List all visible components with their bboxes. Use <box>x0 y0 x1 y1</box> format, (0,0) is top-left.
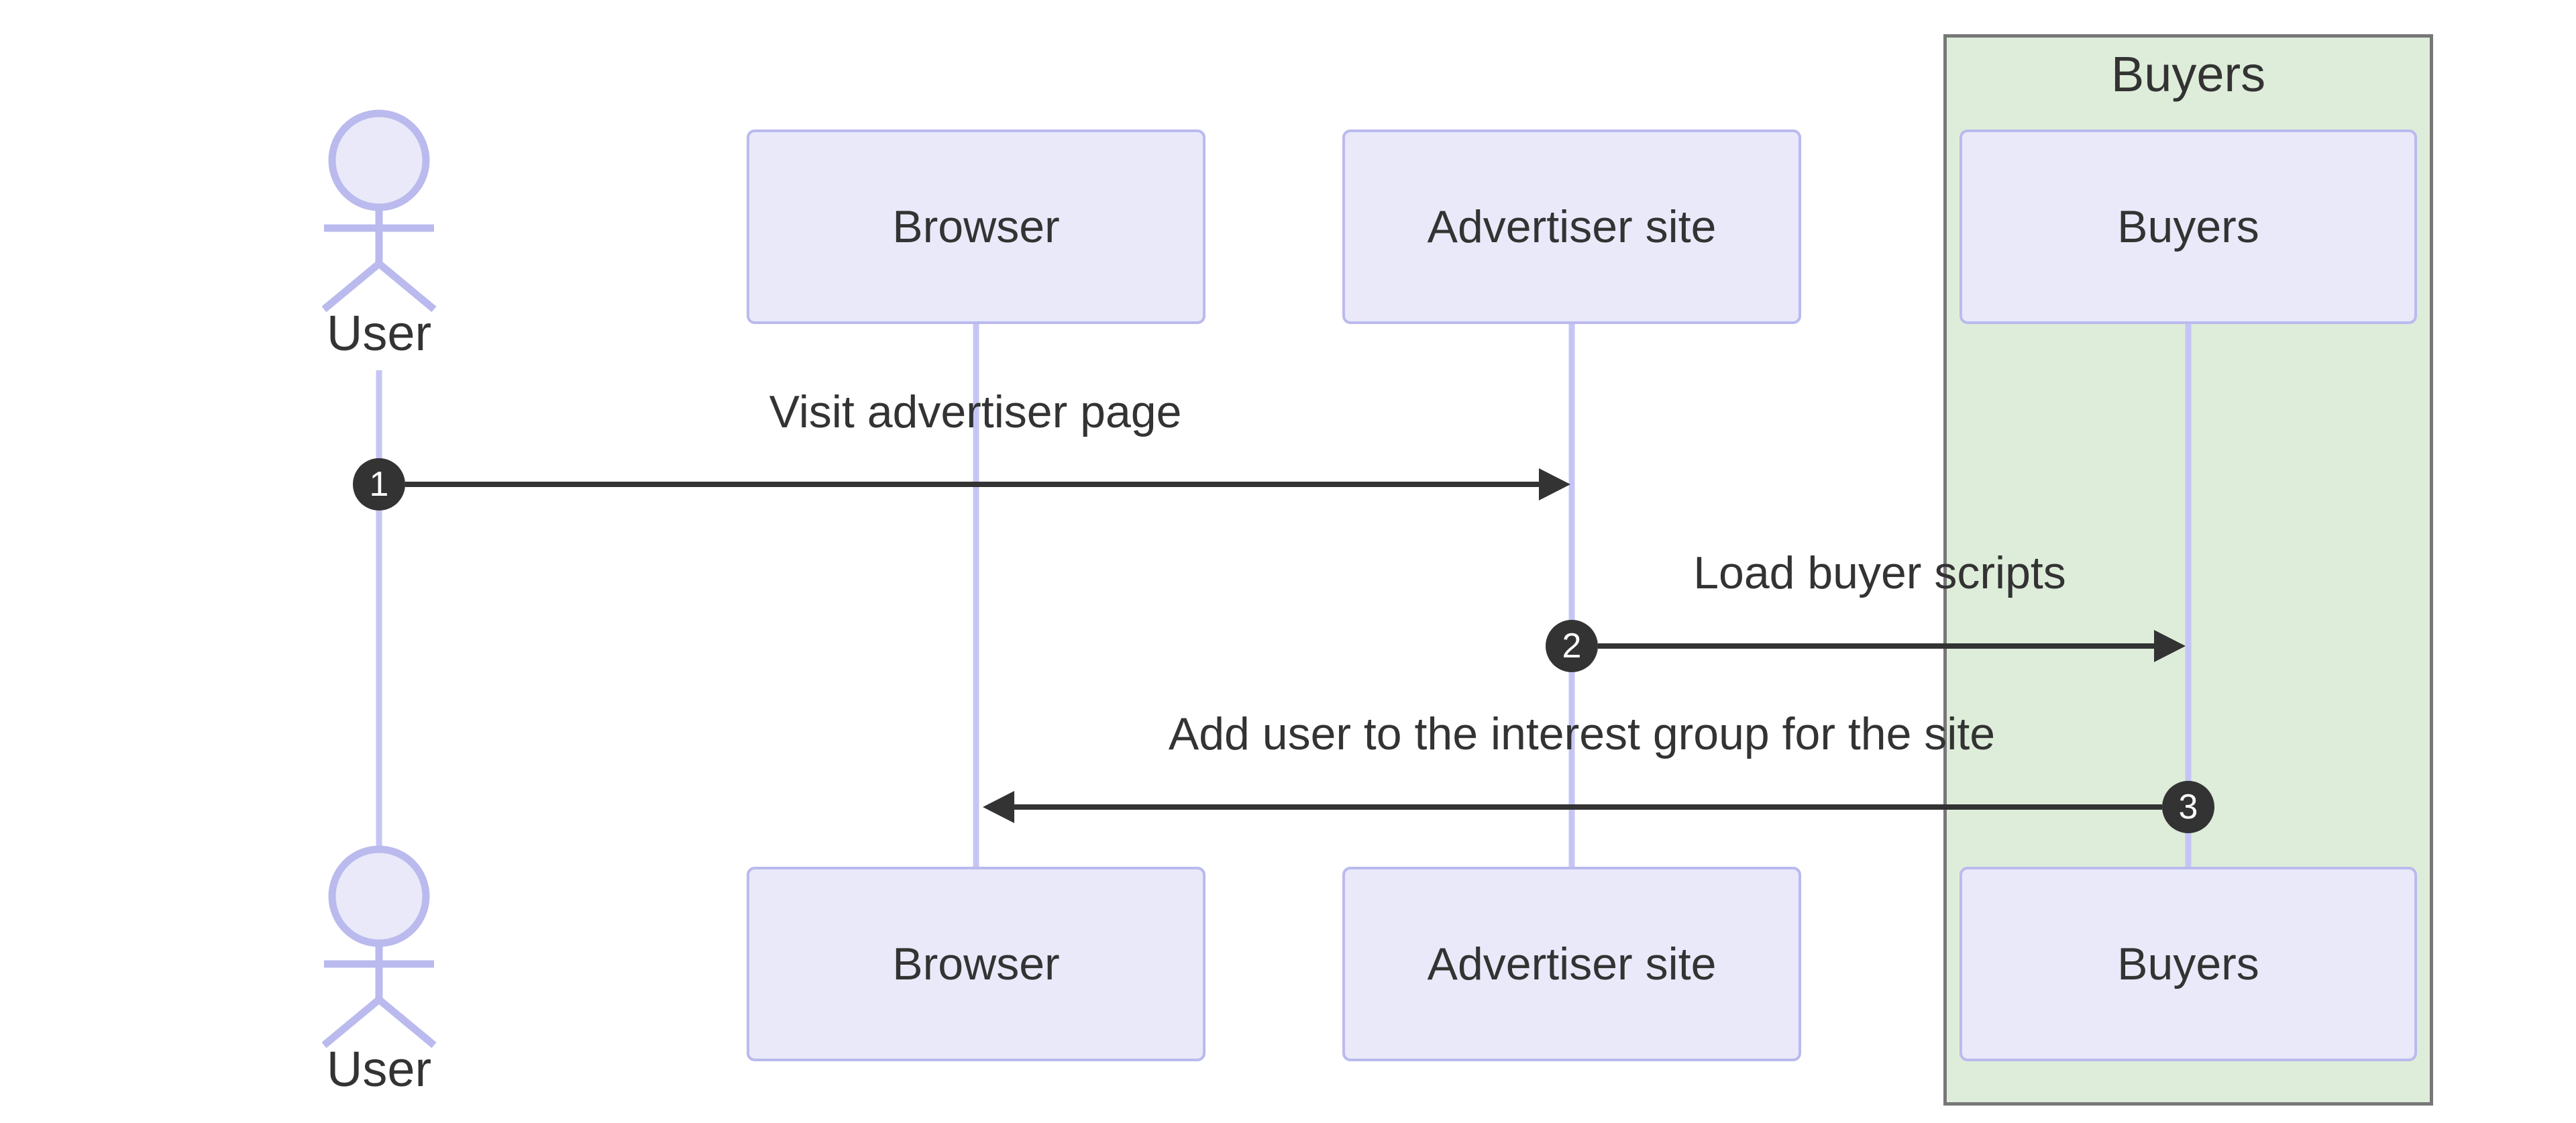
message-arrow-2 <box>1546 620 2186 672</box>
participant-box-browser-top: Browser <box>747 129 1205 324</box>
message-arrow-1 <box>353 458 1570 511</box>
participant-label-advertiser: Advertiser site <box>1427 201 1717 252</box>
participant-box-browser-bottom: Browser <box>747 867 1205 1061</box>
participant-label-browser: Browser <box>892 939 1060 990</box>
participant-label-advertiser: Advertiser site <box>1427 939 1717 990</box>
arrowhead-left-icon <box>983 791 1014 823</box>
actor-figure-user-top <box>321 109 437 313</box>
sequence-badge-1: 1 <box>369 465 389 504</box>
arrowhead-right-icon <box>1539 468 1570 500</box>
message-arrow-3 <box>983 781 2214 833</box>
actor-label-user-bottom: User <box>326 1041 432 1097</box>
sequence-badge-2-circle <box>1546 620 1598 672</box>
participant-box-advertiser-bottom: Advertiser site <box>1342 867 1801 1061</box>
participant-label-buyers: Buyers <box>2117 201 2259 252</box>
actor-figure-user-bottom <box>321 845 437 1049</box>
sequence-badge-2: 2 <box>1562 627 1582 665</box>
participant-box-buyers-bottom: Buyers <box>1960 867 2417 1061</box>
message-label-1: Visit advertiser page <box>769 386 1182 437</box>
actor-label-user-top: User <box>326 305 432 361</box>
buyers-group-title: Buyers <box>2110 46 2266 102</box>
sequence-badge-1-circle <box>353 458 405 511</box>
participant-box-buyers-top: Buyers <box>1960 129 2417 324</box>
arrowhead-right-icon <box>2154 630 2186 662</box>
message-label-3: Add user to the interest group for the s… <box>1168 708 1996 759</box>
participant-label-buyers: Buyers <box>2117 939 2259 990</box>
participant-label-browser: Browser <box>892 201 1060 252</box>
actor-head-icon <box>328 109 430 211</box>
sequence-badge-3-circle <box>2162 781 2214 833</box>
participant-box-advertiser-top: Advertiser site <box>1342 129 1801 324</box>
sequence-badge-3: 3 <box>2178 788 2198 826</box>
actor-head-icon <box>328 845 430 947</box>
message-label-2: Load buyer scripts <box>1693 547 2066 598</box>
